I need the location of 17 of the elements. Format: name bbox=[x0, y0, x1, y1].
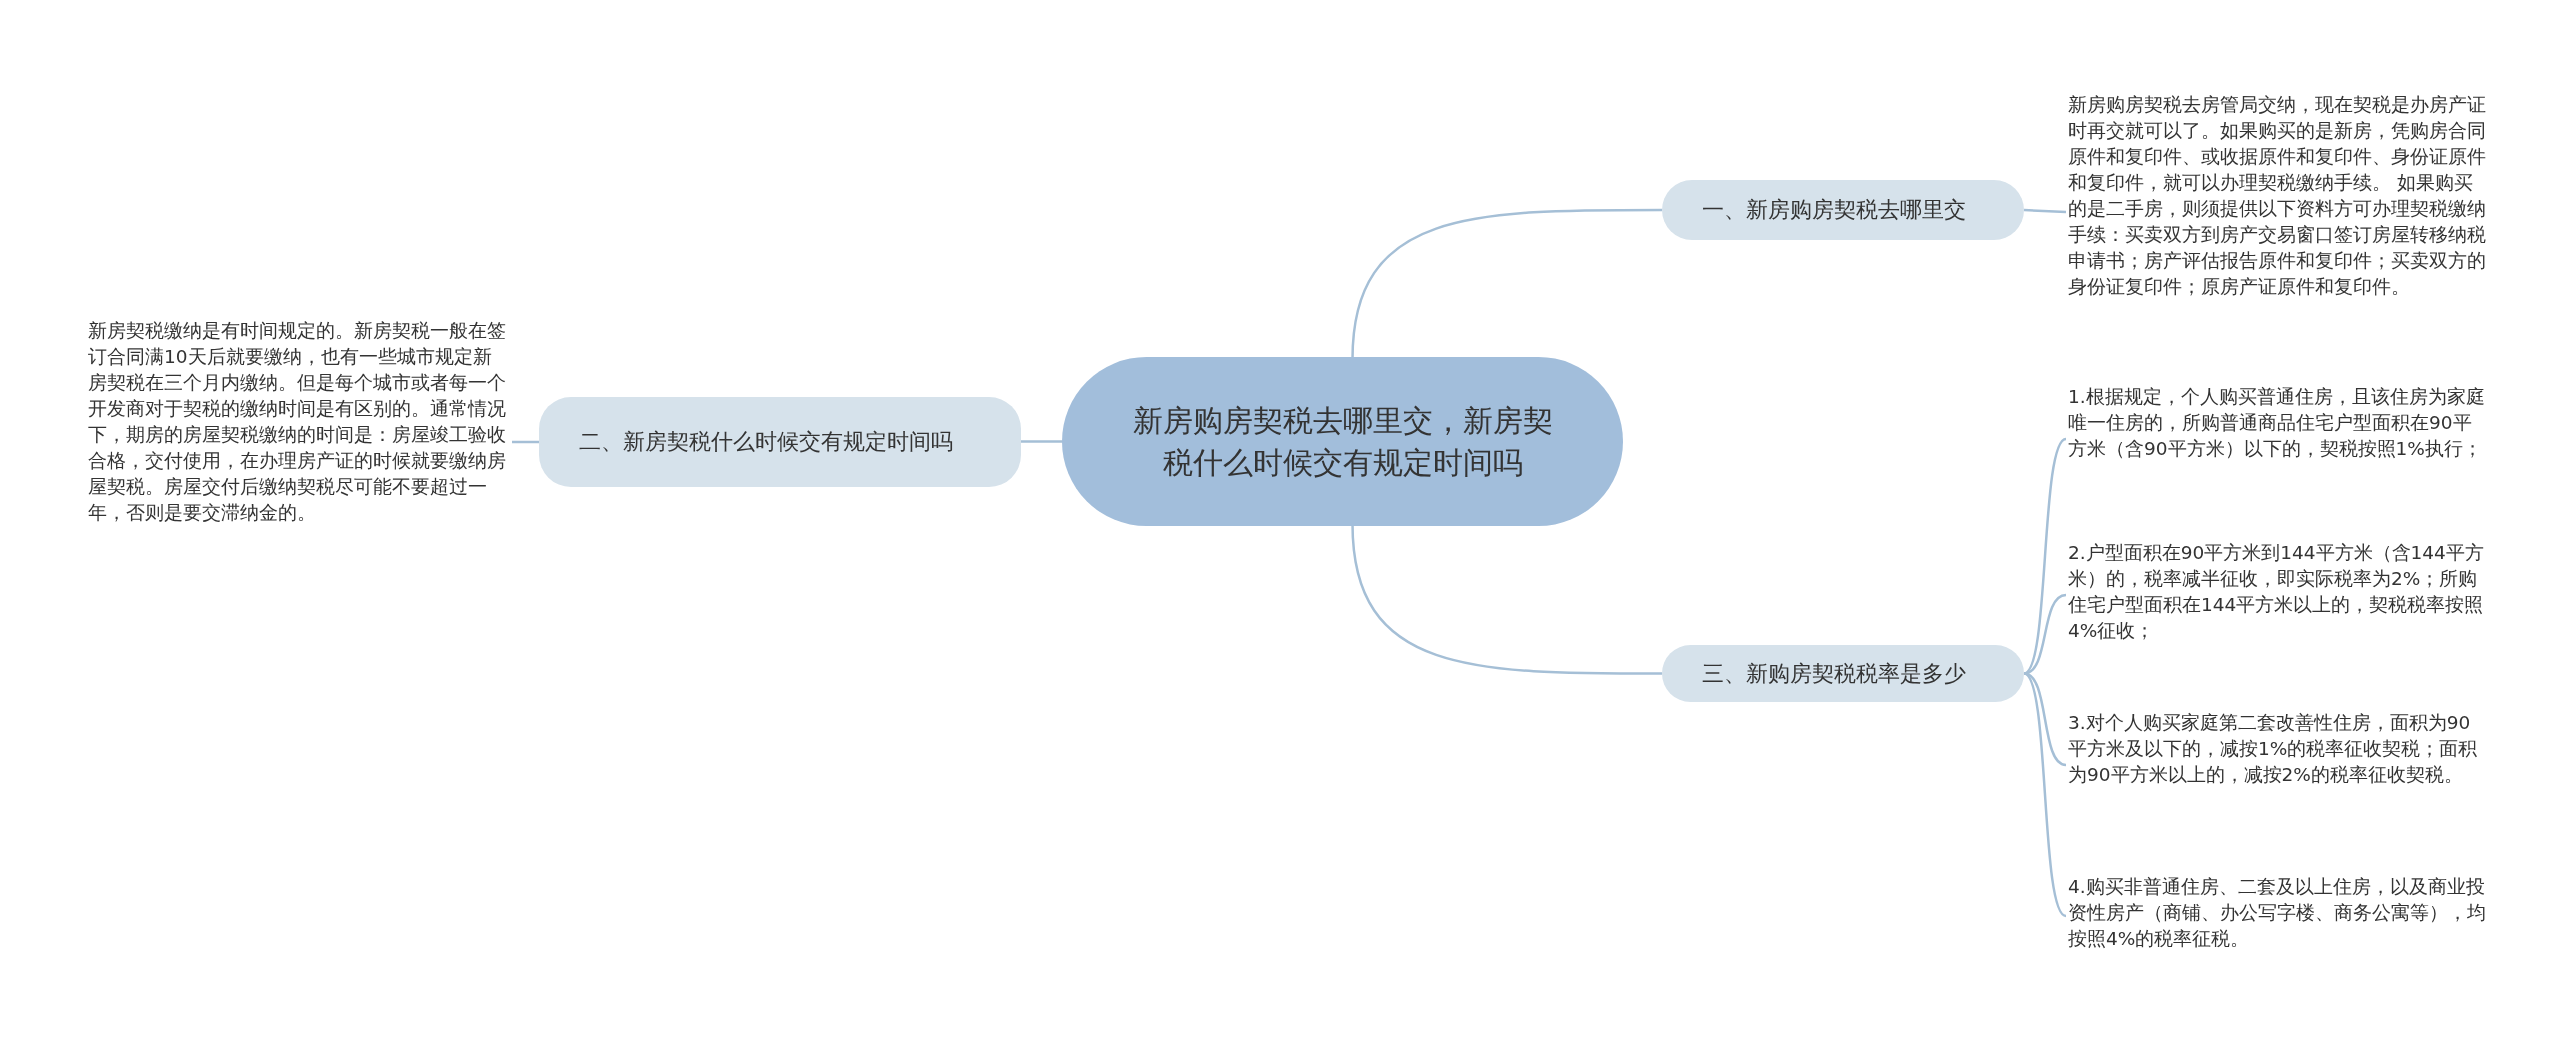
note-text: 新房契税缴纳是有时间规定的。新房契税一般在签订合同满10天后就要缴纳，也有一些城市规定新房契税在三个月内缴纳。但是每个城市或者每一个开发商对于契税的缴纳时间是有区别的。通常情况下，期房的房屋契税缴纳的时间是：房屋竣工验收合格，交付使用，在办理房产证的时候就要缴纳房屋契税。房屋交付后缴纳契税尽可能不要超过一年，否则是要交滞纳金的。 bbox=[88, 318, 510, 588]
connector-line bbox=[512, 440, 539, 444]
subtopic-bubble: 一、新房购房契税去哪里交 bbox=[1662, 180, 2024, 240]
note-text: 4.购买非普通住房、二套及以上住房，以及商业投资性房产（商铺、办公写字楼、商务公寓等），均按照4%的税率征税。 bbox=[2068, 874, 2488, 958]
subtopic-bubble: 二、新房契税什么时候交有规定时间吗 bbox=[539, 397, 1021, 487]
connector-line bbox=[2023, 208, 2067, 214]
connector-line bbox=[2023, 438, 2067, 675]
note-text: 3.对个人购买家庭第二套改善性住房，面积为90平方米及以下的，减按1%的税率征收契税；面积为90平方米以上的，减按2%的税率征收契税。 bbox=[2068, 710, 2488, 820]
note-text: 新房购房契税去房管局交纳，现在契税是办房产证时再交就可以了。如果购买的是新房，凭购房合同原件和复印件、或收据原件和复印件、身份证原件和复印件，就可以办理契税缴纳手续。 如果购买的是二手房，则须提供以下资料方可办理契税缴纳手续：买卖双方到房产交易窗口签订房屋转移纳税申请书；房产评估报告原件和复印件；买卖双方的身份证复印件；原房产证原件和复印件。 bbox=[2068, 92, 2488, 332]
topic-bubble: 新房购房契税去哪里交，新房契税什么时候交有规定时间吗 bbox=[1062, 357, 1623, 526]
connector-line bbox=[1021, 440, 1062, 443]
connector-line bbox=[1351, 208, 1662, 360]
note-text: 1.根据规定，个人购买普通住房，且该住房为家庭唯一住房的，所购普通商品住宅户型面积在90平方米（含90平方米）以下的，契税按照1%执行； bbox=[2068, 384, 2488, 494]
subtopic-bubble: 三、新购房契税税率是多少 bbox=[1662, 645, 2024, 702]
note-text: 2.户型面积在90平方米到144平方米（含144平方米）的，税率减半征收，即实际税率为2%；所购住宅户型面积在144平方米以上的，契税税率按照4%征收； bbox=[2068, 540, 2488, 650]
connector-line bbox=[2023, 672, 2067, 917]
connector-line bbox=[1351, 523, 1662, 675]
